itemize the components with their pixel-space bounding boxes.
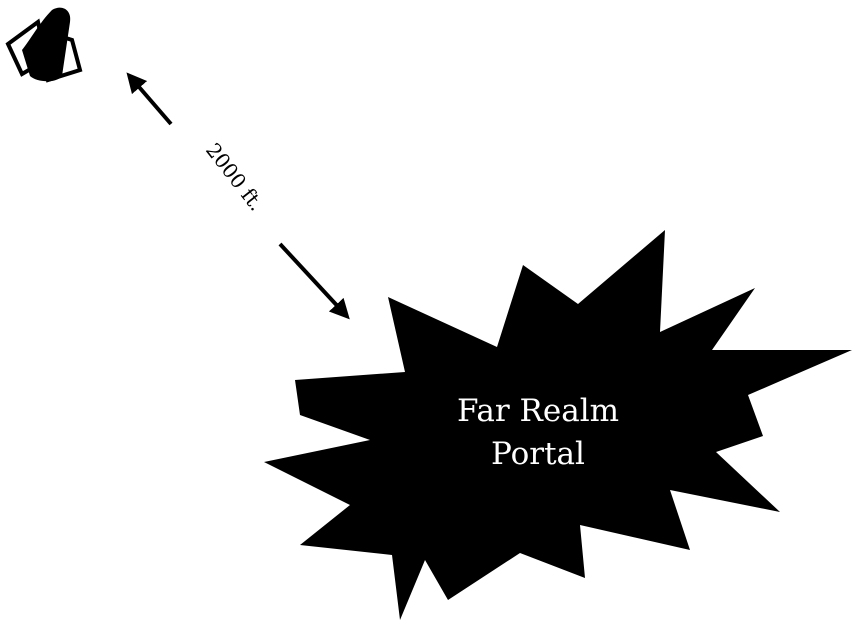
starburst-portal-icon: [264, 230, 852, 620]
distance-arrow-lower: [278, 242, 350, 320]
lamp-shrine-icon: [5, 7, 83, 83]
portal-label-line1: Far Realm: [457, 393, 619, 429]
portal-label-line2: Portal: [491, 436, 585, 472]
distance-arrow-upper: [126, 72, 173, 126]
distance-label: 2000 ft.: [201, 138, 269, 215]
